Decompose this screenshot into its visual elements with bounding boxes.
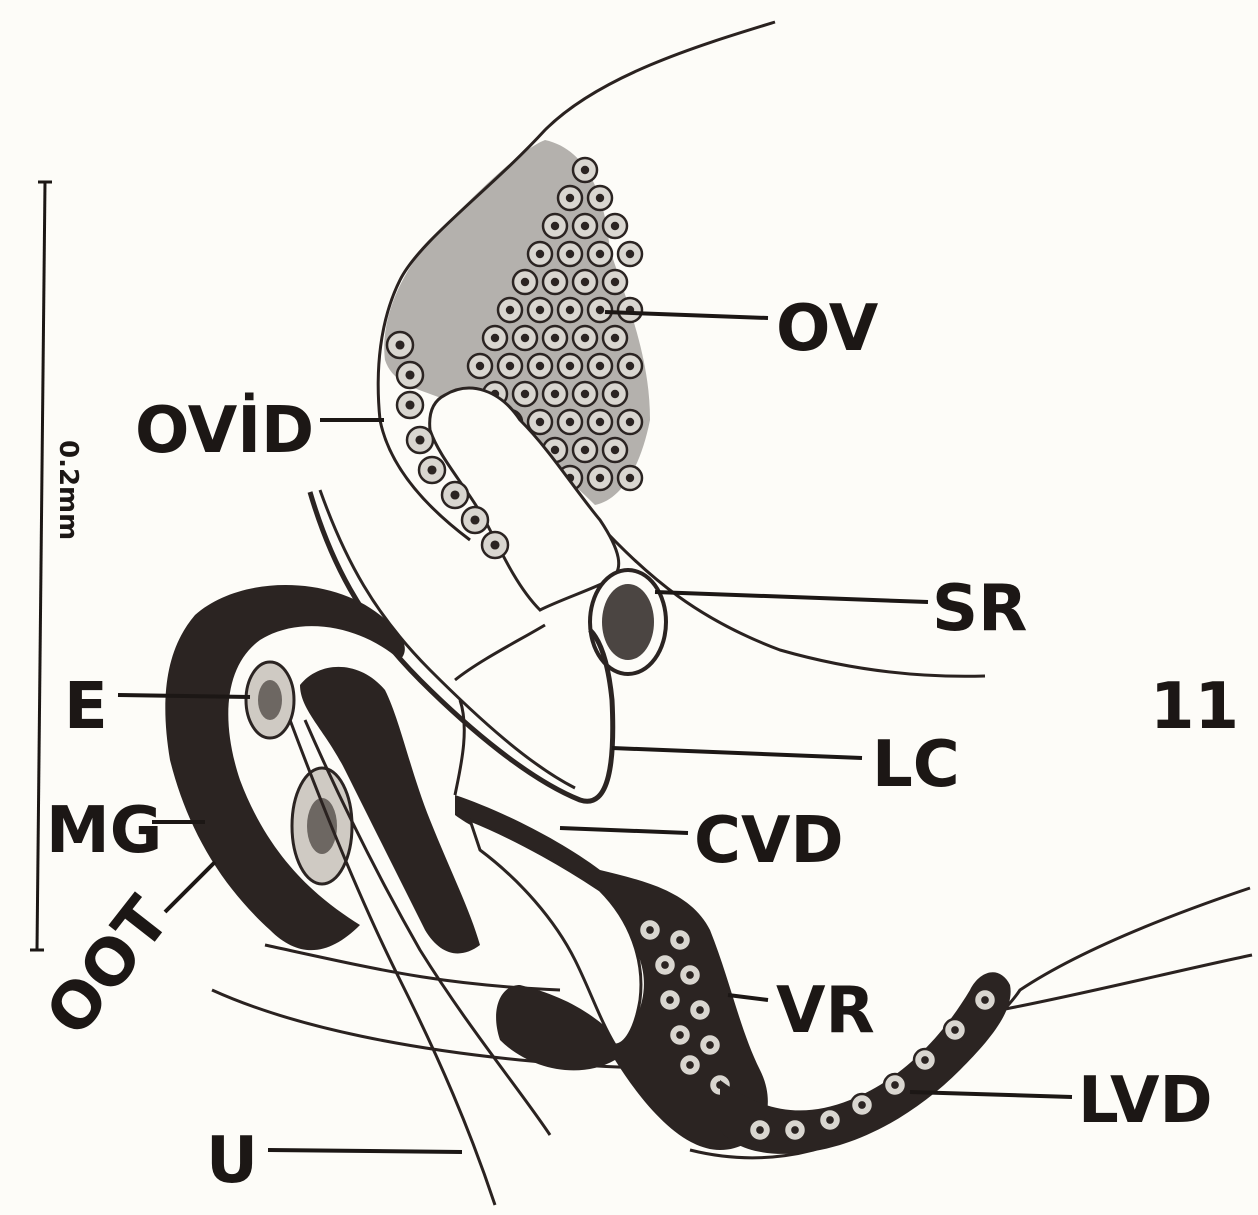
cell-nucleus (427, 465, 436, 474)
figure-number: 11 (1150, 670, 1239, 744)
cell-nucleus (596, 306, 604, 314)
cell-nucleus (521, 278, 529, 286)
cell-nucleus (581, 446, 589, 454)
cell-nucleus (536, 250, 544, 258)
cell-nucleus (476, 362, 484, 370)
cell-nucleus (596, 418, 604, 426)
label-e: E (64, 670, 108, 744)
cell-nucleus (706, 1041, 714, 1049)
leader-e (118, 695, 250, 697)
body-outline-tail (1000, 955, 1252, 1010)
cell-nucleus (611, 334, 619, 342)
leader-cvd (560, 828, 688, 833)
cell-nucleus (921, 1056, 929, 1064)
label-ov: OV (776, 292, 879, 366)
cell-nucleus (596, 250, 604, 258)
label-lvd: LVD (1078, 1064, 1213, 1138)
cell-nucleus (626, 362, 634, 370)
connector-duct (455, 625, 545, 795)
cell-nucleus (491, 334, 499, 342)
label-ovid: OVİD (135, 392, 314, 468)
cell-nucleus (490, 540, 499, 549)
cell-nucleus (676, 936, 684, 944)
cell-nucleus (450, 490, 459, 499)
cell-nucleus (551, 446, 559, 454)
leader-sr (655, 592, 928, 602)
cell-nucleus (686, 1061, 694, 1069)
cell-nucleus (521, 334, 529, 342)
cell-nucleus (666, 996, 674, 1004)
leader-u (268, 1150, 462, 1152)
cell-nucleus (626, 250, 634, 258)
cell-nucleus (611, 390, 619, 398)
cell-nucleus (521, 390, 529, 398)
cell-nucleus (858, 1101, 866, 1109)
cell-nucleus (566, 306, 574, 314)
cell-nucleus (676, 1031, 684, 1039)
cell-nucleus (536, 362, 544, 370)
leader-oot (165, 862, 215, 912)
cell-nucleus (581, 334, 589, 342)
label-lc: LC (872, 728, 960, 802)
cell-nucleus (611, 446, 619, 454)
cell-nucleus (756, 1126, 764, 1134)
label-u: U (206, 1124, 258, 1198)
cell-nucleus (551, 390, 559, 398)
label-oot: OOT (32, 884, 184, 1050)
cell-nucleus (581, 390, 589, 398)
cell-nucleus (551, 334, 559, 342)
scale-bar-label: 0.2mm (53, 440, 83, 540)
cell-nucleus (596, 474, 604, 482)
cell-nucleus (696, 1006, 704, 1014)
cell-nucleus (566, 250, 574, 258)
cell-nucleus (581, 222, 589, 230)
leader-lc (612, 748, 862, 758)
leader-vr (728, 995, 768, 1000)
body-outline-lower-1 (265, 945, 560, 990)
cell-nucleus (405, 370, 414, 379)
cell-nucleus (470, 515, 479, 524)
cell-nucleus (661, 961, 669, 969)
cell-nucleus (551, 222, 559, 230)
cell-nucleus (536, 306, 544, 314)
cell-nucleus (581, 278, 589, 286)
cell-nucleus (566, 194, 574, 202)
cell-nucleus (981, 996, 989, 1004)
cell-nucleus (566, 362, 574, 370)
egg-2 (292, 768, 352, 884)
cell-nucleus (626, 474, 634, 482)
label-mg: MG (46, 794, 162, 868)
cell-nucleus (596, 362, 604, 370)
leader-lvd (910, 1092, 1072, 1097)
cell-nucleus (686, 971, 694, 979)
label-cvd: CVD (694, 804, 844, 878)
cell-nucleus (596, 194, 604, 202)
cell-nucleus (566, 418, 574, 426)
label-vr: VR (776, 974, 875, 1048)
cell-nucleus (611, 222, 619, 230)
cell-nucleus (826, 1116, 834, 1124)
cell-nucleus (536, 418, 544, 426)
cell-nucleus (646, 926, 654, 934)
cell-nucleus (951, 1026, 959, 1034)
label-sr: SR (932, 572, 1027, 646)
cell-nucleus (506, 362, 514, 370)
cell-nucleus (395, 340, 404, 349)
cell-nucleus (405, 400, 414, 409)
cell-nucleus (791, 1126, 799, 1134)
cell-nucleus (415, 435, 424, 444)
cell-nucleus (506, 306, 514, 314)
cell-nucleus (891, 1081, 899, 1089)
cell-nucleus (551, 278, 559, 286)
cell-nucleus (626, 418, 634, 426)
egg (246, 662, 294, 738)
cell-nucleus (581, 166, 589, 174)
cell-nucleus (611, 278, 619, 286)
seminal-receptacle (590, 570, 666, 674)
scale-bar (37, 182, 45, 950)
